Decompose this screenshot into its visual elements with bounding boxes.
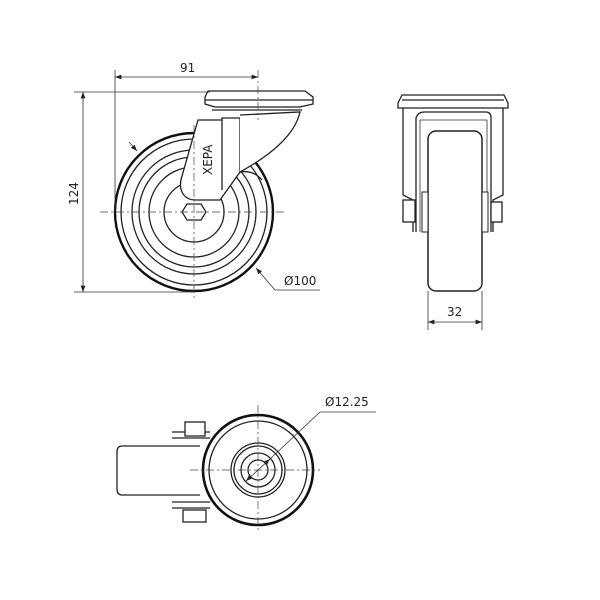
- top-plate: [204, 90, 314, 111]
- bolt-top: [184, 421, 206, 437]
- bottom-view: Ø12.25: [116, 395, 376, 532]
- swivel-fork: [179, 111, 301, 201]
- dimension-width-91: 91: [114, 61, 258, 212]
- dimension-width-32: 32: [427, 291, 483, 330]
- side-view: 32: [397, 94, 509, 330]
- dimension-diameter-100: Ø100: [128, 141, 320, 291]
- wheel-side: [427, 130, 483, 292]
- logo-xepa: XEPA: [201, 144, 215, 175]
- dim-91-label: 91: [180, 61, 195, 75]
- bolt-left: [402, 199, 416, 223]
- nut-right: [490, 201, 503, 223]
- dim-12-25-label: Ø12.25: [325, 395, 369, 409]
- dimension-height-124: 124: [67, 91, 210, 293]
- front-view: XEPA 91 124 Ø100: [67, 61, 320, 300]
- dim-124-label: 124: [67, 182, 81, 205]
- dim-32-label: 32: [447, 305, 462, 319]
- dimension-diameter-12-25: Ø12.25: [245, 395, 376, 482]
- dim-100-label: Ø100: [284, 274, 316, 288]
- bolt-bottom: [182, 509, 207, 523]
